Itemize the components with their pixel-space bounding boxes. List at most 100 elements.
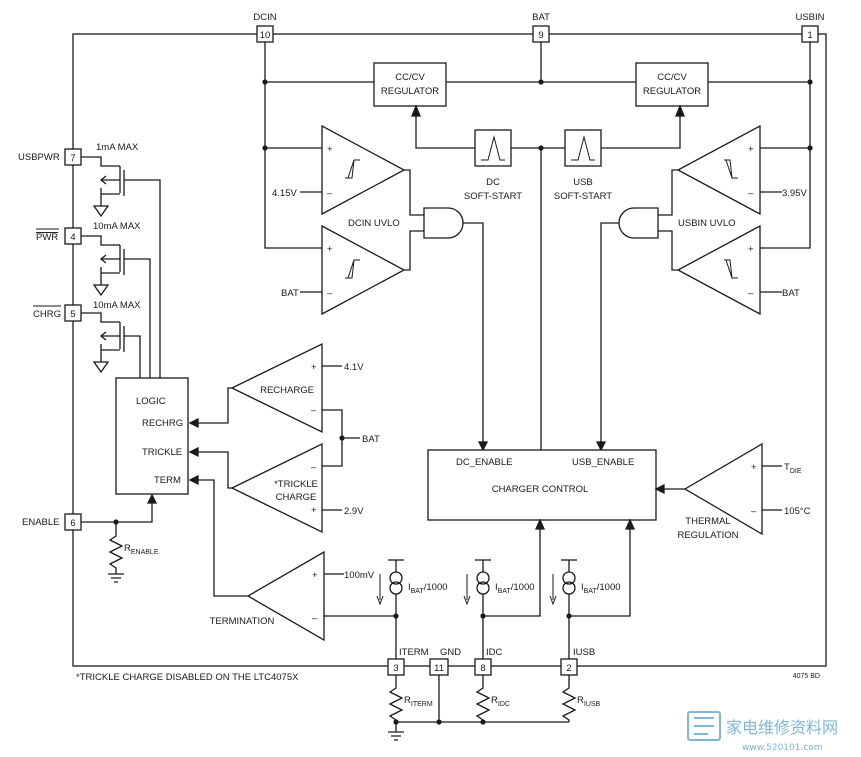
logic-block: LOGIC RECHRG TRICKLE TERM [115,377,189,495]
svg-text:+: + [327,144,333,155]
pin-bat: BAT 9 [532,12,550,43]
pin-gnd-label: GND [440,647,461,658]
watermark-url: www.520101.com [742,743,823,753]
label-bat-usb: BAT [782,288,800,299]
pin-bat-label: BAT [532,12,550,23]
pin-chrg: CHRG 5 [33,304,82,322]
cccv-right-line2: REGULATOR [643,86,701,97]
riterm-label: RITERM [404,695,433,708]
svg-text:+: + [312,570,318,581]
svg-text:+: + [748,244,754,255]
svg-text:+: + [748,144,754,155]
svg-text:–: – [327,288,333,299]
pin-iusb: IUSB 2 [560,647,595,676]
pin-usbin-label: USBIN [795,12,824,23]
pin-idc-label: IDC [486,647,503,658]
current-source-iterm: IBAT/1000 [376,559,448,660]
iterm-source-label: IBAT/1000 [408,582,448,595]
charger-control-title: CHARGER CONTROL [492,484,589,495]
pin-chrg-label: CHRG [33,309,61,320]
trickle-charge-comparator: – + *TRICKLE CHARGE [230,442,323,534]
watermark: 家电维修资料网 www.520101.com [687,711,838,753]
trickle-label-1: *TRICKLE [274,479,318,490]
cccv-regulator-right: CC/CV REGULATOR [635,62,709,107]
pin-bat-number: 9 [538,30,543,41]
dc-uvlo-comparator-top: + – [321,124,406,216]
usb-softstart-line1: USB [573,177,593,188]
label-dcin-uvlo: DCIN UVLO [348,218,400,229]
pin-gnd: GND 11 [429,647,461,676]
renable-label: RENABLE [124,543,159,556]
riusb-label: RIUSB [577,695,601,708]
label-4-1v: 4.1V [344,362,364,373]
recharge-label: RECHARGE [260,385,314,396]
pin-iterm-number: 3 [393,663,398,674]
svg-text:–: – [748,288,754,299]
logic-rechrg: RECHRG [142,418,183,429]
current-source-iusb: IBAT/1000 [549,559,621,660]
pin-usbin-number: 1 [807,30,812,41]
pin-dcin: DCIN 10 [253,12,277,43]
logic-title: LOGIC [136,396,166,407]
label-2-9v: 2.9V [344,506,364,517]
usbin-uvlo-and-gate [618,207,659,239]
usb-soft-start: USB SOFT-START [554,129,612,202]
logic-term: TERM [154,475,181,486]
thermal-label-2: REGULATION [677,530,738,541]
cccv-regulator-left: CC/CV REGULATOR [373,62,447,107]
cccv-left-line2: REGULATOR [381,86,439,97]
pin-iterm-label: ITERM [399,647,429,658]
watermark-text: 家电维修资料网 [726,718,838,737]
svg-text:+: + [311,362,317,373]
svg-text:–: – [327,188,333,199]
resistor-renable: RENABLE [108,522,159,583]
thermal-regulation-amp: + – [683,442,763,536]
svg-text:–: – [312,613,318,624]
svg-text:–: – [311,462,317,473]
pin-dcin-label: DCIN [253,12,276,23]
dcin-uvlo-and-gate [423,207,464,239]
pin-usbpwr: USBPWR 7 [18,148,82,166]
svg-text:–: – [748,188,754,199]
label-1ma-max: 1mA MAX [96,142,139,153]
usb-softstart-line2: SOFT-START [554,191,612,202]
cccv-right-line1: CC/CV [657,72,687,83]
transistor-usbpwr: 1mA MAX [81,142,161,378]
label-10ma-max-chrg: 10mA MAX [93,300,141,311]
pin-enable: ENABLE 6 [22,513,82,531]
transistor-chrg: 10mA MAX [81,300,141,378]
label-bat-dc: BAT [281,288,299,299]
chip-boundary [72,33,827,667]
pin-enable-label: ENABLE [22,517,60,528]
svg-text:+: + [751,462,757,473]
current-source-idc: IBAT/1000 [463,559,535,660]
label-4-15v: 4.15V [272,188,297,199]
usb-uvlo-comparator-bottom: + – [676,224,761,316]
pin-iterm: ITERM 3 [387,647,429,676]
pin-pwr: PWR 4 [36,227,82,245]
pin-dcin-number: 10 [260,30,271,41]
pin-enable-number: 6 [70,518,75,529]
pin-gnd-number: 11 [434,663,444,674]
svg-text:+: + [327,244,333,255]
iusb-source-label: IBAT/1000 [581,582,621,595]
trickle-label-2: CHARGE [276,492,317,503]
termination-label: TERMINATION [210,616,275,627]
resistor-ridc: RIDC [475,675,510,722]
label-usbin-uvlo: USBIN UVLO [678,218,736,229]
svg-text:–: – [751,506,757,517]
dc-uvlo-comparator-bottom: + – [321,224,406,316]
watermark-logo-icon [687,711,721,741]
pin-usbin: USBIN 1 [795,12,825,43]
pin-chrg-number: 5 [70,309,75,320]
label-bat-mid: BAT [362,434,380,445]
svg-text:+: + [311,505,317,516]
idc-source-label: IBAT/1000 [495,582,535,595]
footnote: *TRICKLE CHARGE DISABLED ON THE LTC4075X [76,672,299,683]
svg-text:–: – [311,405,317,416]
usb-enable-label: USB_ENABLE [572,457,634,468]
pin-iusb-label: IUSB [573,647,595,658]
charger-control-block: CHARGER CONTROL DC_ENABLE USB_ENABLE [427,449,657,521]
pin-usbpwr-label: USBPWR [18,152,60,163]
